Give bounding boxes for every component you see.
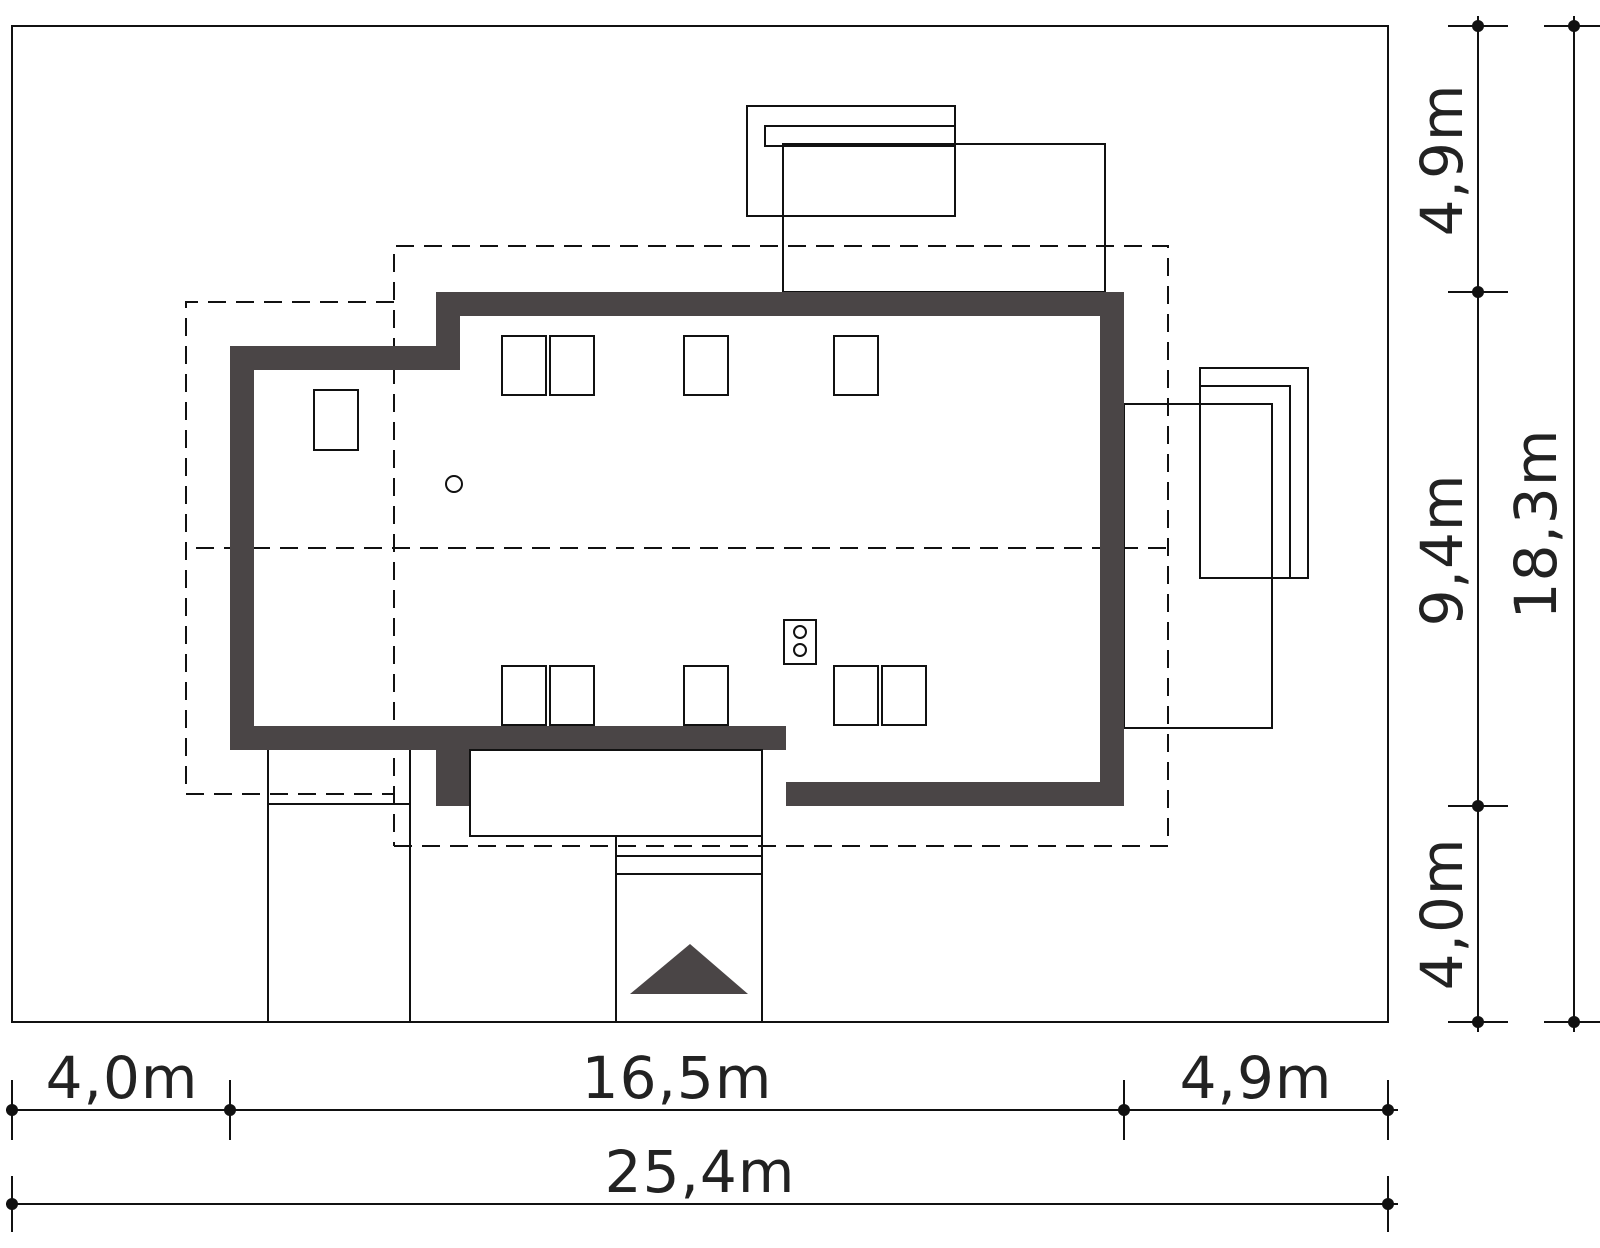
plot-boundary — [11, 25, 1389, 1023]
right-dimension-lines — [1448, 16, 1600, 1032]
bottom-dimension-dots — [6, 1104, 1394, 1210]
dim-right-middle: 9,4m — [1408, 474, 1476, 627]
dim-bottom-middle: 16,5m — [582, 1044, 773, 1112]
top-annex — [746, 105, 1106, 293]
skylights — [313, 335, 927, 726]
roof-outline — [185, 245, 1169, 847]
dim-bottom-total: 25,4m — [605, 1138, 796, 1206]
chimney-icon — [783, 619, 817, 665]
vent-icon — [445, 475, 463, 493]
dim-right-bottom: 4,0m — [1408, 838, 1476, 991]
dim-bottom-left: 4,0m — [46, 1044, 199, 1112]
right-dimension-dots — [1472, 20, 1580, 1028]
dim-right-top: 4,9m — [1408, 84, 1476, 237]
dim-right-total: 18,3m — [1502, 429, 1570, 620]
porch — [469, 749, 763, 837]
entrance-arrow-icon — [630, 944, 748, 994]
dim-bottom-right: 4,9m — [1180, 1044, 1333, 1112]
